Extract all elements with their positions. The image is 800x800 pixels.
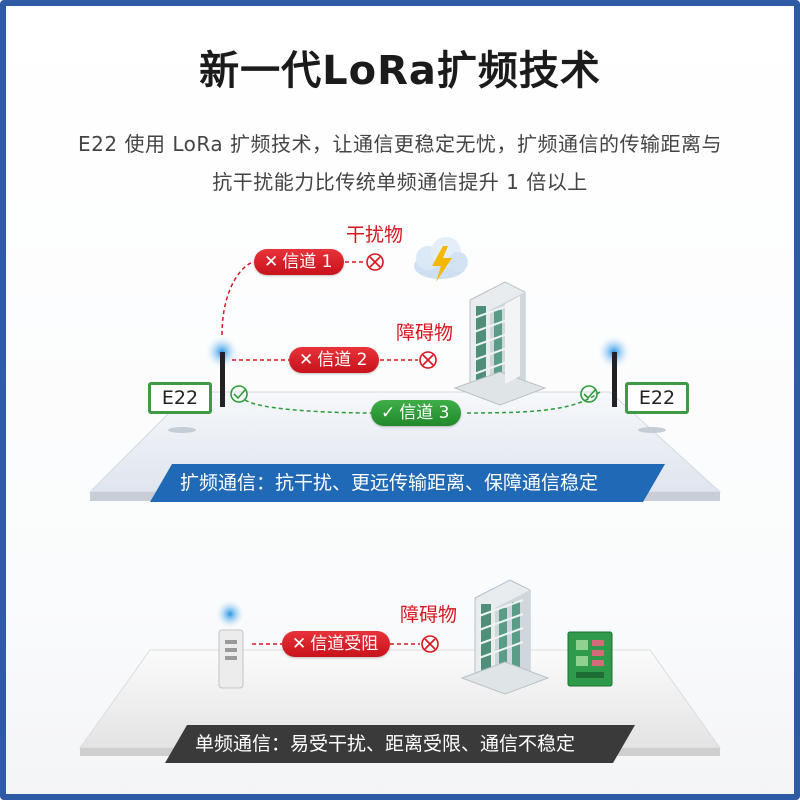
single-frequency-device (216, 600, 244, 689)
channel-2-failed: ✕信道 2 (289, 347, 380, 373)
obstacle-label-top: 障碍物 (396, 322, 454, 344)
channel-paths (221, 261, 601, 645)
circle-x-icon (366, 253, 384, 271)
building-icon (453, 281, 547, 406)
channel-1-label: 信道 1 (282, 252, 333, 272)
left-e22-module: E22 (148, 382, 212, 414)
green-board-icon (567, 631, 613, 687)
interference-label: 干扰物 (346, 224, 404, 246)
page-title: 新一代LoRa扩频技术 (199, 48, 601, 94)
spread-spectrum-banner: 扩频通信：抗干扰、更远传输距离、保障通信稳定 (150, 464, 665, 502)
obstacle-label-bottom: 障碍物 (400, 604, 458, 626)
channel-blocked-label: 信道受阻 (310, 634, 379, 654)
check-icon (230, 385, 248, 403)
right-antenna (598, 336, 630, 407)
x-icon: ✕ (299, 350, 314, 370)
cloud-lightning-icon (414, 237, 468, 282)
check-icon: ✓ (381, 403, 396, 423)
circle-x-icon (419, 351, 437, 369)
single-frequency-banner: 单频通信：易受干扰、距离受限、通信不稳定 (165, 725, 635, 763)
building-icon (460, 579, 550, 695)
x-icon: ✕ (264, 252, 279, 272)
left-antenna (206, 336, 238, 407)
channel-3-label: 信道 3 (399, 403, 450, 423)
x-icon: ✕ (292, 634, 307, 654)
circle-x-icon (421, 635, 439, 653)
channel-2-label: 信道 2 (317, 350, 368, 370)
channel-3-ok: ✓信道 3 (371, 400, 462, 426)
right-e22-module: E22 (625, 382, 689, 414)
subtitle-line-2: 抗干扰能力比传统单频通信提升 1 倍以上 (212, 170, 588, 194)
channel-1-failed: ✕信道 1 (254, 249, 345, 275)
subtitle-line-1: E22 使用 LoRa 扩频技术，让通信更稳定无忧，扩频通信的传输距离与 (78, 132, 722, 156)
channel-blocked: ✕信道受阻 (282, 631, 391, 657)
check-icon (580, 385, 598, 403)
